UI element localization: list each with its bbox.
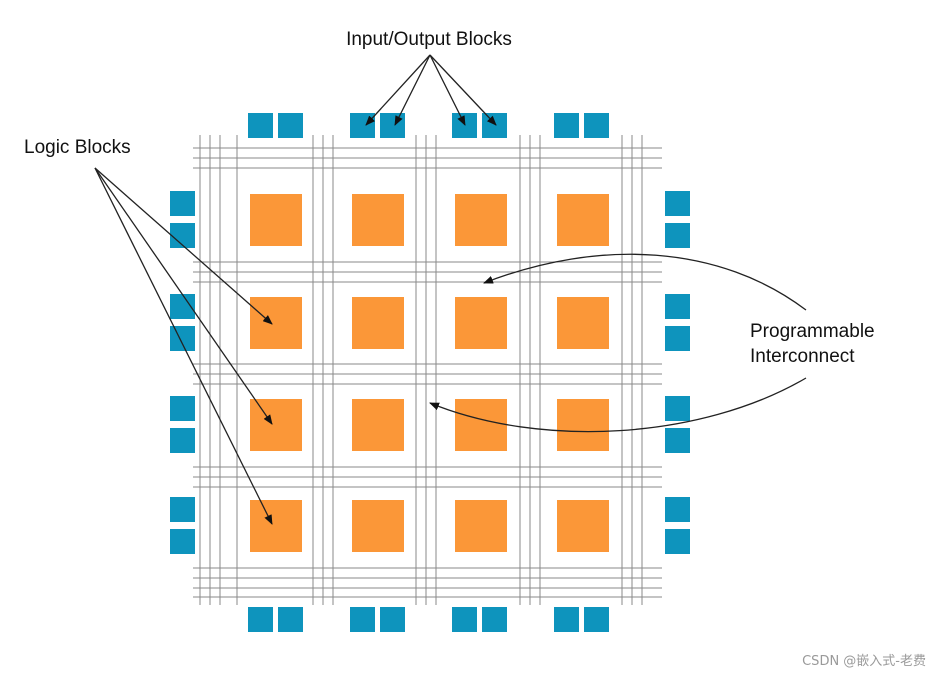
logic-block [352,297,404,349]
logic-block [250,194,302,246]
io-block [350,607,375,632]
io-block [665,191,690,216]
logic-block [352,194,404,246]
logic-block [250,500,302,552]
io-block [170,497,195,522]
logic-block [250,399,302,451]
io-block [350,113,375,138]
logic-block [557,297,609,349]
io-block [665,294,690,319]
logic-block [455,194,507,246]
io-block [482,113,507,138]
logic-block [557,399,609,451]
io-blocks-label: Input/Output Blocks [346,29,512,50]
io-block [482,607,507,632]
io-block [554,113,579,138]
logic-block [352,399,404,451]
io-block-ring [170,113,690,632]
io-block [554,607,579,632]
io-block [452,113,477,138]
watermark: CSDN @嵌入式-老费 [802,654,926,669]
io-block [584,607,609,632]
io-block [170,326,195,351]
io-block [248,113,273,138]
logic-blocks-label: Logic Blocks [24,137,131,158]
logic-block [557,194,609,246]
io-block [248,607,273,632]
io-block [665,529,690,554]
io-block [665,326,690,351]
io-block [665,497,690,522]
io-block [170,428,195,453]
logic-block-grid [250,194,609,552]
io-block [380,607,405,632]
logic-block [455,500,507,552]
io-block [665,428,690,453]
io-block [170,191,195,216]
interconnect-label-line2: Interconnect [750,346,855,367]
io-block [170,223,195,248]
logic-block [455,399,507,451]
io-block [584,113,609,138]
io-block [380,113,405,138]
io-block [170,529,195,554]
logic-block [352,500,404,552]
interconnect-wires [193,135,662,605]
io-block [278,113,303,138]
logic-block [250,297,302,349]
interconnect-arrows [429,253,807,433]
interconnect-label-line1: Programmable [750,321,875,342]
logic-block [557,500,609,552]
io-arrows [365,54,497,126]
io-block [665,223,690,248]
io-block [665,396,690,421]
io-block [278,607,303,632]
logic-block-arrows [94,167,273,525]
io-block [170,396,195,421]
logic-block [455,297,507,349]
io-block [452,607,477,632]
